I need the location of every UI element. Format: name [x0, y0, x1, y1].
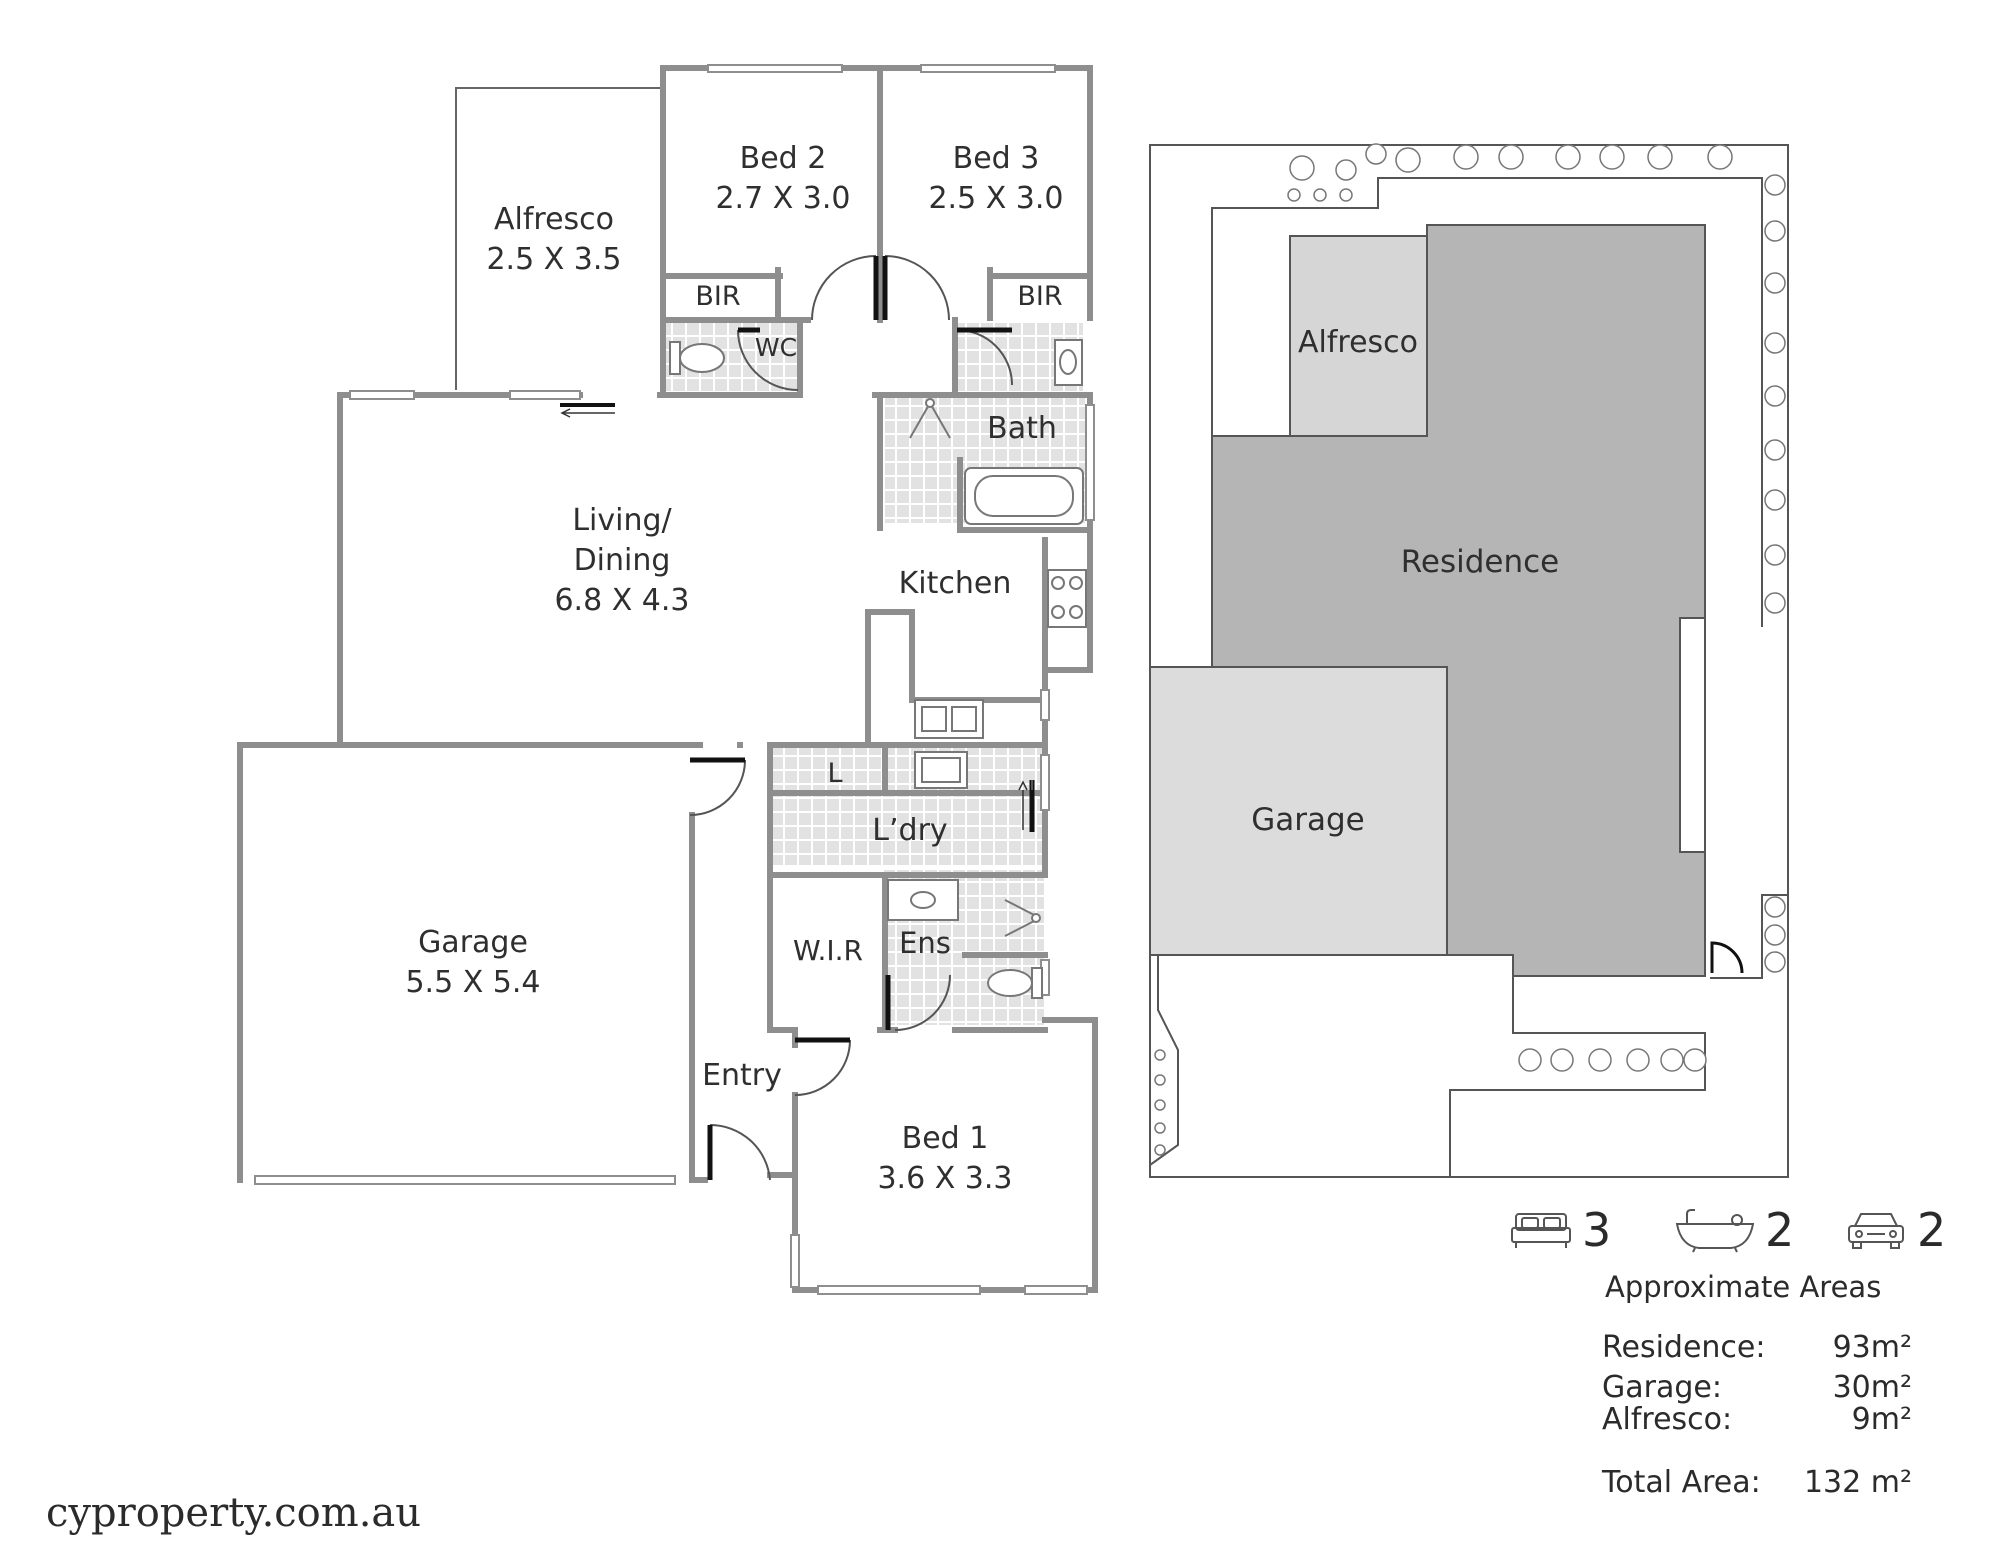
entry-label: Entry [702, 1058, 782, 1093]
wir-label: W.I.R [793, 934, 863, 967]
garage-size: 5.5 X 5.4 [405, 965, 540, 1000]
living-name-2: Dining [574, 543, 671, 578]
ens-label: Ens [899, 926, 951, 960]
car-icon [1845, 1208, 1907, 1252]
bed2-name: Bed 2 [740, 141, 827, 176]
windows [254, 64, 1095, 1295]
room-labels: Alfresco 2.5 X 3.5 Bed 2 2.7 X 3.0 Bed 3… [405, 141, 1063, 1196]
bed2-size: 2.7 X 3.0 [715, 181, 850, 216]
bathrooms-feature: 2 [1675, 1200, 1794, 1260]
website-url: cyproperty.com.au [46, 1490, 422, 1536]
tiled-areas [663, 323, 1085, 1025]
floor-plan: Alfresco 2.5 X 3.5 Bed 2 2.7 X 3.0 Bed 3… [237, 64, 1098, 1295]
bed-icon [1510, 1210, 1572, 1250]
bir-right-label: BIR [1017, 281, 1062, 312]
area-label: Residence: [1602, 1330, 1766, 1365]
bir-left-label: BIR [695, 281, 740, 312]
bed1-size: 3.6 X 3.3 [877, 1161, 1012, 1196]
bathtub-icon [1675, 1206, 1755, 1254]
living-name-1: Living/ [572, 503, 672, 538]
bed3-size: 2.5 X 3.0 [928, 181, 1063, 216]
bathrooms-count: 2 [1765, 1203, 1795, 1257]
site-labels: Alfresco Residence Garage [1251, 325, 1559, 838]
area-label: Garage: [1602, 1370, 1722, 1405]
site-alfresco-label: Alfresco [1298, 325, 1418, 360]
site-garage-label: Garage [1251, 802, 1365, 838]
bed1-name: Bed 1 [902, 1121, 989, 1156]
shrubs [1154, 143, 1786, 1156]
total-label: Total Area: [1602, 1465, 1761, 1500]
area-value: 9m² [1851, 1402, 1912, 1437]
areas-title: Approximate Areas [1605, 1270, 1882, 1304]
site-alfresco-area [1289, 235, 1428, 437]
alfresco-outline [455, 87, 665, 390]
bath-label: Bath [987, 411, 1057, 446]
fixtures [669, 339, 1087, 999]
living-size: 6.8 X 4.3 [554, 583, 689, 618]
doors [560, 255, 1035, 1181]
wc-label: WC [755, 333, 797, 362]
bed3-name: Bed 3 [953, 141, 1040, 176]
garage-name: Garage [418, 925, 528, 960]
laundry-label: L’dry [872, 813, 947, 848]
site-garage-area [1149, 666, 1448, 956]
kitchen-label: Kitchen [899, 566, 1012, 601]
area-label: Alfresco: [1602, 1402, 1733, 1437]
laundry-l-label: L [827, 758, 842, 789]
alfresco-size: 2.5 X 3.5 [486, 242, 621, 277]
feature-icons: 3 2 2 [1510, 1200, 1970, 1260]
site-plan: Alfresco Residence Garage [1149, 143, 1789, 1178]
garage-count: 2 [1917, 1203, 1947, 1257]
bedrooms-feature: 3 [1510, 1200, 1611, 1260]
bedrooms-count: 3 [1582, 1203, 1612, 1257]
property-summary: 3 2 2 Approximate Areas Residence: 93m² … [1510, 1200, 1970, 1510]
site-residence-label: Residence [1401, 544, 1560, 580]
alfresco-name: Alfresco [494, 202, 614, 237]
walls [237, 65, 1098, 1293]
area-value: 93m² [1832, 1330, 1912, 1365]
area-value: 30m² [1832, 1370, 1912, 1405]
garage-feature: 2 [1845, 1200, 1946, 1260]
total-value: 132 m² [1803, 1465, 1912, 1500]
